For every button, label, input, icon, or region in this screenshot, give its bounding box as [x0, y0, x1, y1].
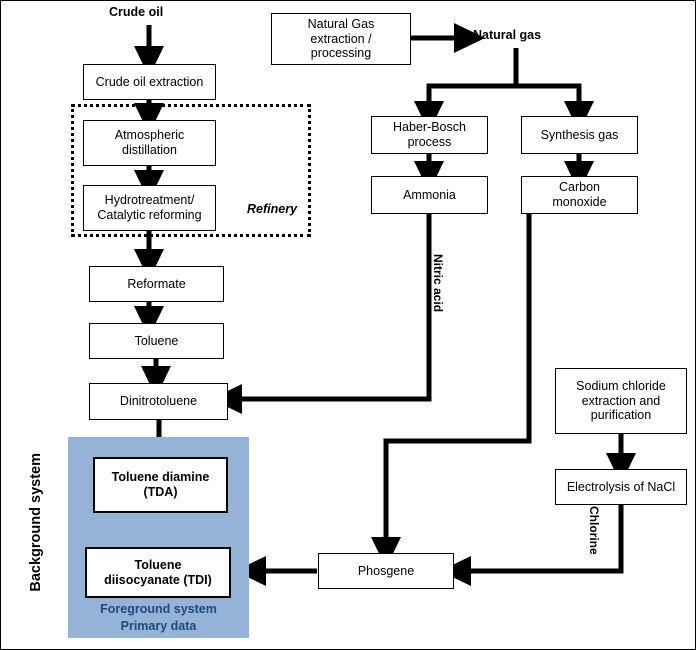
box-atmospheric-distillation[interactable]: Atmospheric distillation	[83, 120, 216, 166]
foreground-caption-line2: Primary data	[120, 619, 197, 633]
chlorine-flow-label: Chlorine	[587, 506, 601, 555]
box-ammonia[interactable]: Ammonia	[371, 176, 488, 214]
box-reformate[interactable]: Reformate	[89, 266, 224, 302]
box-toluene-diamine[interactable]: Toluene diamine (TDA)	[93, 457, 228, 513]
box-phosgene[interactable]: Phosgene	[318, 553, 454, 589]
box-haber-bosch-process[interactable]: Haber-Bosch process	[371, 116, 488, 154]
foreground-caption-line1: Foreground system	[100, 602, 217, 616]
refinery-group-label: Refinery	[247, 202, 298, 216]
box-natural-gas-extraction-processing[interactable]: Natural Gas extraction / processing	[271, 13, 411, 65]
box-hydrotreatment-catalytic-reforming[interactable]: Hydrotreatment/ Catalytic reforming	[83, 185, 216, 231]
background-system-label: Background system	[28, 453, 44, 592]
box-dinitrotoluene[interactable]: Dinitrotoluene	[89, 383, 228, 420]
box-crude-oil-extraction[interactable]: Crude oil extraction	[83, 64, 216, 100]
box-electrolysis-of-nacl[interactable]: Electrolysis of NaCl	[555, 469, 687, 505]
box-toluene[interactable]: Toluene	[89, 323, 224, 359]
nitric-acid-flow-label: Nitric acid	[431, 254, 445, 313]
box-synthesis-gas[interactable]: Synthesis gas	[521, 116, 638, 154]
crude-oil-label: Crude oil	[109, 5, 164, 19]
box-carbon-monoxide[interactable]: Carbon monoxide	[521, 176, 638, 214]
natural-gas-label: Natural gas	[473, 28, 542, 42]
box-toluene-diisocyanate[interactable]: Toluene diisocyanate (TDI)	[85, 547, 231, 598]
refinery-group	[71, 104, 311, 237]
box-sodium-chloride-extraction-purification[interactable]: Sodium chloride extraction and purificat…	[555, 368, 687, 434]
